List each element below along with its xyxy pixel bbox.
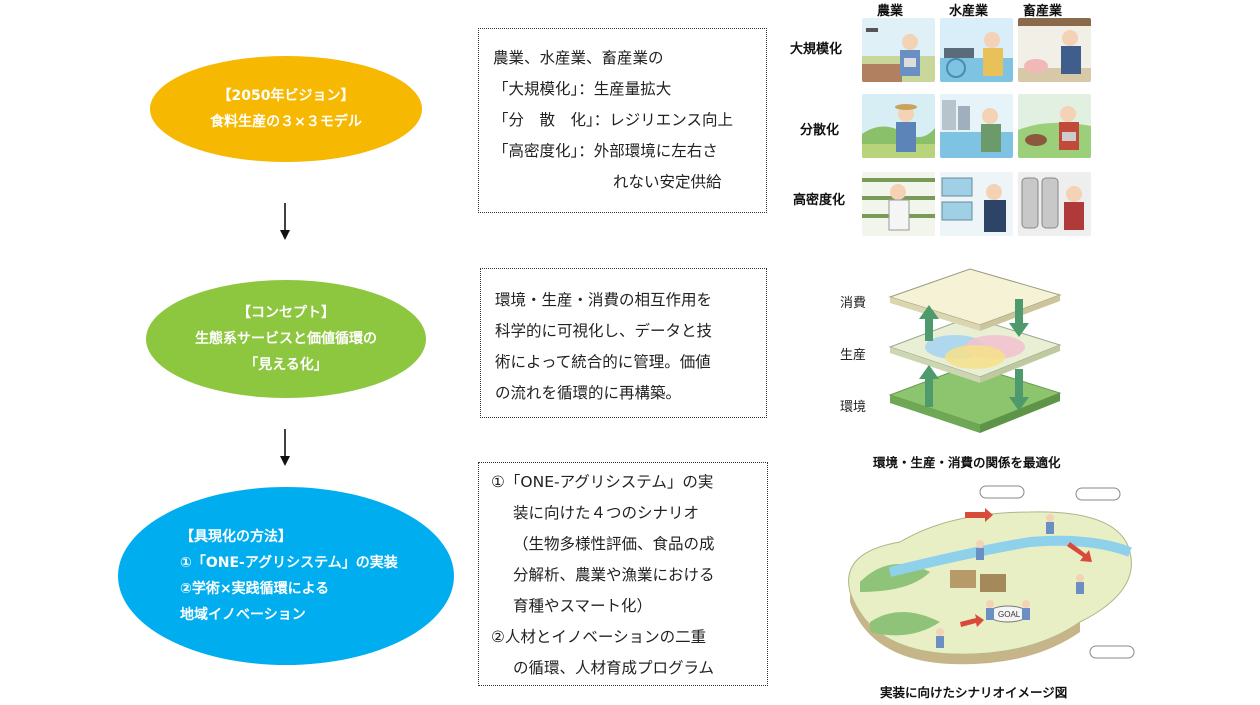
- box3-line: ①「ONE-アグリシステム」の実: [491, 473, 714, 491]
- grid-column-livestock: 畜産業: [1023, 4, 1063, 19]
- box2-line: 術によって統合的に管理。価値: [495, 353, 711, 371]
- grid-row-high-density: 高密度化: [793, 193, 846, 208]
- box3-line: （生物多様性評価、食品の成: [513, 535, 715, 553]
- method-line-2: ②学術×実践循環による: [180, 581, 330, 597]
- box3-line: の循環、人材育成プログラム: [513, 659, 715, 677]
- method-line-1: ①「ONE-アグリシステム」の実装: [180, 555, 398, 571]
- fisher-distributed-illustration: [940, 94, 1013, 158]
- fisher-large-scale-illustration: [940, 18, 1013, 82]
- livestock-high-density-illustration: [1018, 172, 1091, 236]
- farmer-large-scale-illustration: [862, 18, 935, 82]
- consumption-plane: [888, 268, 1062, 326]
- concept-ellipse: 【コンセプト】 生態系サービスと価値循環の 「見える化」: [146, 280, 426, 398]
- box1-line: 「大規模化」：生産量拡大: [493, 80, 672, 98]
- box3-line: ②人材とイノベーションの二重: [491, 628, 707, 646]
- goal-label: GOAL: [998, 610, 1021, 619]
- box2-line: 科学的に可視化し、データと技: [495, 322, 713, 340]
- method-description-box: ①「ONE-アグリシステム」の実 装に向けた４つのシナリオ （生物多様性評価、食…: [478, 462, 768, 686]
- farmer-high-density-illustration: [862, 172, 935, 236]
- grid-row-large-scale: 大規模化: [790, 42, 843, 57]
- concept-description-box: 環境・生産・消費の相互作用を 科学的に可視化し、データと技 術によって統合的に管…: [480, 268, 767, 418]
- livestock-large-scale-illustration: [1018, 18, 1091, 82]
- box3-line: 装に向けた４つのシナリオ: [513, 504, 700, 522]
- scenario-island-illustration: GOAL: [848, 485, 1135, 665]
- box1-line: 「分 散 化」：レジリエンス向上: [493, 111, 733, 129]
- method-title: 【具現化の方法】: [180, 529, 292, 545]
- scenario-caption: 実装に向けたシナリオイメージ図: [880, 685, 1068, 700]
- vision-ellipse: 【2050年ビジョン】 食料生産の３×３モデル: [150, 56, 422, 162]
- grid-column-agriculture: 農業: [877, 4, 904, 19]
- method-line-3: 地域イノベーション: [180, 607, 306, 623]
- three-layer-diagram: [888, 268, 1062, 433]
- vision-description-box: 農業、水産業、畜産業の 「大規模化」：生産量拡大 「分 散 化」：レジリエンス向…: [478, 28, 767, 213]
- upward-arrow-icon: [919, 305, 939, 407]
- concept-title: 【コンセプト】: [237, 305, 335, 321]
- concept-line-1: 生態系サービスと価値循環の: [195, 331, 377, 347]
- grid-row-distributed: 分散化: [800, 123, 840, 138]
- fisher-high-density-illustration: [940, 172, 1013, 236]
- scenario-arrow-icon: [960, 508, 1092, 627]
- cloud-icon: [979, 485, 1025, 499]
- box1-line: 「高密度化」：外部環境に左右さ: [493, 142, 718, 160]
- livestock-distributed-illustration: [1018, 94, 1091, 158]
- box1-line: れない安定供給: [613, 173, 722, 191]
- method-ellipse: 【具現化の方法】 ①「ONE-アグリシステム」の実装 ②学術×実践循環による 地…: [118, 487, 454, 665]
- down-arrow-icon: [280, 429, 290, 466]
- layer-label-production: 生産: [840, 348, 867, 363]
- grid-column-fisheries: 水産業: [949, 4, 989, 19]
- box1-line: 農業、水産業、畜産業の: [493, 49, 664, 67]
- box2-line: 環境・生産・消費の相互作用を: [495, 291, 713, 309]
- cloud-icon: [1075, 487, 1121, 501]
- farmer-distributed-illustration: [862, 94, 935, 158]
- box2-line: の流れを循環的に再構築。: [495, 384, 682, 402]
- layer-label-consumption: 消費: [840, 296, 867, 311]
- down-arrow-icon: [280, 203, 290, 240]
- cloud-icon: [1089, 645, 1135, 659]
- box3-line: 分解析、農業や漁業における: [513, 566, 715, 584]
- vision-subtitle: 食料生産の３×３モデル: [210, 114, 362, 130]
- box3-line: 育種やスマート化）: [513, 597, 653, 615]
- downward-arrow-icon: [1009, 299, 1029, 411]
- layers-caption: 環境・生産・消費の関係を最適化: [873, 455, 1061, 470]
- layer-label-environment: 環境: [840, 400, 867, 415]
- concept-line-2: 「見える化」: [244, 357, 328, 373]
- vision-title: 【2050年ビジョン】: [217, 88, 355, 104]
